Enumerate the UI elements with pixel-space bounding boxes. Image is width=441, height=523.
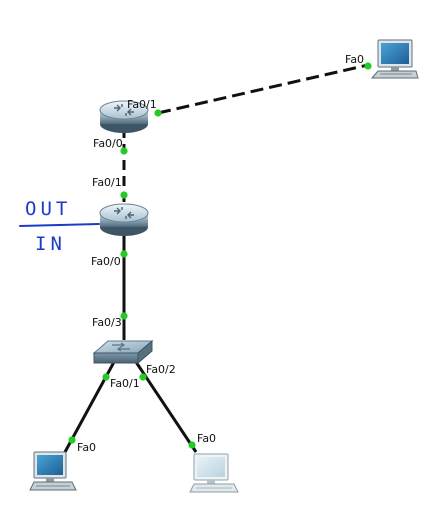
port-label-pc-top-right: Fa0 xyxy=(345,53,364,66)
port-status-dot xyxy=(139,373,147,381)
port-status-dot xyxy=(102,373,110,381)
annotation-in-text: IN xyxy=(35,233,66,255)
port-label-switch-fa03: Fa0/3 xyxy=(92,316,122,329)
port-status-dot xyxy=(364,62,372,70)
pc-icon xyxy=(370,39,419,79)
annotation-out-text: OUT xyxy=(25,198,71,220)
pc-icon xyxy=(29,451,77,491)
switch-icon xyxy=(92,339,154,365)
port-labels: Fa0/1 Fa0 Fa0/0 Fa0/1 Fa0/0 Fa0/3 Fa0/1 … xyxy=(77,53,364,454)
port-label-router-mid-fa01: Fa0/1 xyxy=(92,176,122,189)
port-label-router-top-fa00: Fa0/0 xyxy=(93,137,123,150)
port-status-dot xyxy=(188,441,196,449)
link-router-top-to-pc-top-right[interactable] xyxy=(157,63,369,115)
pc-top-right[interactable] xyxy=(370,39,419,79)
port-label-switch-fa01: Fa0/1 xyxy=(110,377,140,390)
router-icon xyxy=(99,100,149,133)
port-label-router-mid-fa00: Fa0/0 xyxy=(91,255,121,268)
pc-bottom-right[interactable] xyxy=(189,453,239,493)
port-label-switch-fa02: Fa0/2 xyxy=(146,363,176,376)
port-status-dot xyxy=(120,191,128,199)
port-label-pc-bottom-right: Fa0 xyxy=(197,432,216,445)
port-status-dots xyxy=(68,62,372,449)
port-status-dot xyxy=(68,436,76,444)
annotation-divider-line xyxy=(19,223,100,227)
port-status-dot xyxy=(154,109,162,117)
router-top[interactable] xyxy=(99,100,149,133)
port-status-dot xyxy=(120,147,128,155)
port-status-dot xyxy=(120,250,128,258)
handwritten-annotation: OUT IN xyxy=(19,198,100,255)
pc-bottom-left[interactable] xyxy=(29,451,77,491)
pc-icon xyxy=(189,453,239,493)
router-mid[interactable] xyxy=(99,203,149,236)
port-label-pc-bottom-left: Fa0 xyxy=(77,441,96,454)
router-icon xyxy=(99,203,149,236)
port-status-dot xyxy=(120,312,128,320)
switch[interactable] xyxy=(92,339,154,365)
port-label-router-top-fa01: Fa0/1 xyxy=(127,98,157,111)
